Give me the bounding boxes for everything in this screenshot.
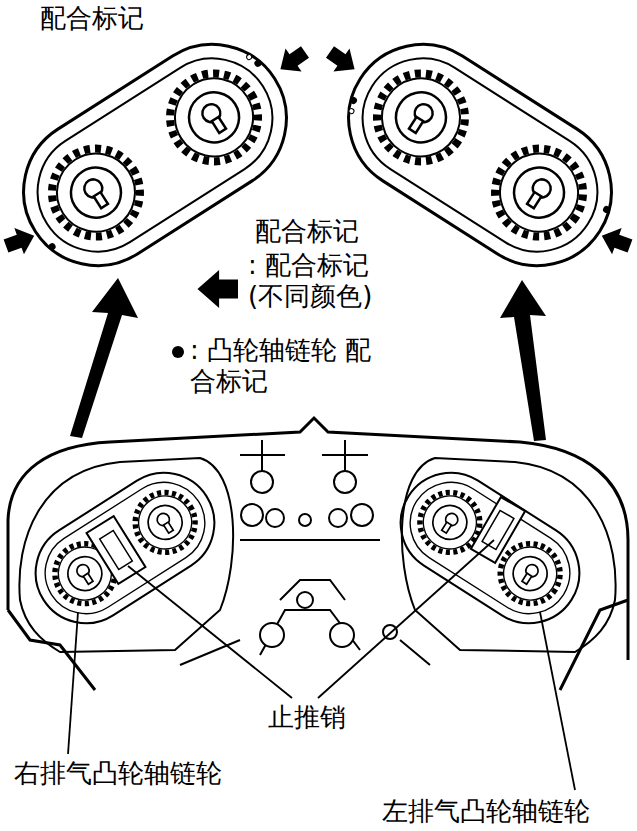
part-label: 配合标记 bbox=[40, 3, 144, 34]
part-label: 配合标记 bbox=[255, 216, 359, 247]
legend-text: : 凸轮轴链轮 配合标记 bbox=[190, 335, 395, 397]
part-label: 右排气凸轮轴链轮 bbox=[14, 758, 222, 789]
part-label: 左排气凸轮轴链轮 bbox=[382, 796, 590, 827]
legend-text: : 配合标记 (不同颜色) bbox=[248, 250, 413, 312]
part-label: 止推销 bbox=[268, 702, 346, 733]
